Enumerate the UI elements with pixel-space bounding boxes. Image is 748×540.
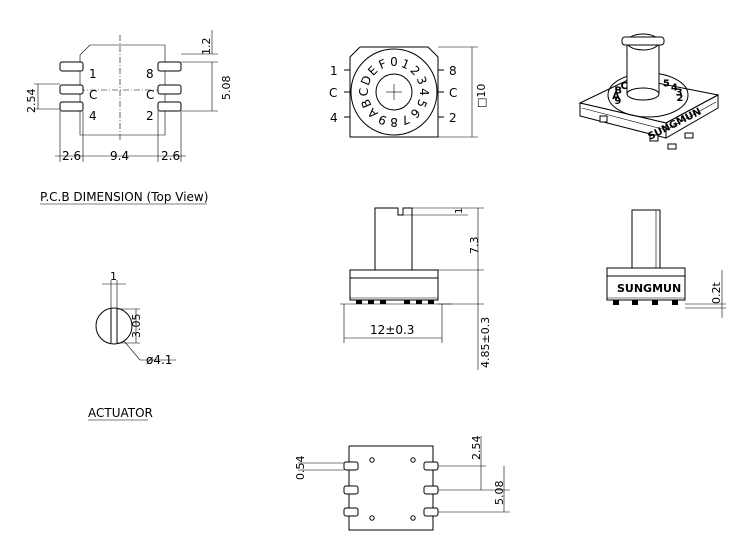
top-pin-label: C xyxy=(449,86,457,100)
pad-1 xyxy=(59,61,84,72)
side-standoff-dimension: 0.2t xyxy=(710,282,723,304)
pad-c-right xyxy=(157,84,182,95)
side-view: SUNGMUN 0.2t xyxy=(606,209,726,318)
pcb-pitch-dimension: 2.54 xyxy=(25,89,38,114)
dial-digit: 8 xyxy=(390,115,398,129)
actuator-circle xyxy=(95,307,133,345)
top-pin-label: 8 xyxy=(449,64,457,78)
actuator-title: ACTUATOR xyxy=(88,406,153,420)
actuator-slot-dimension: 1 xyxy=(110,270,117,283)
iso-dial-digit: 2 xyxy=(676,93,683,104)
pcb-pin-label: C xyxy=(89,88,97,102)
front-slot-dimension: 1 xyxy=(454,208,465,214)
actuator-diameter-dimension: ø4.1 xyxy=(146,353,172,367)
pcb-pin-label: 4 xyxy=(89,109,97,123)
pad-4 xyxy=(59,101,84,112)
top-pin-label: 1 xyxy=(330,64,338,78)
pcb-pad-dimension: 1.2 xyxy=(200,38,213,56)
actuator-flat-dimension: 3.05 xyxy=(130,314,143,339)
front-view: 1 7.3 4.85±0.3 12±0.3 xyxy=(340,207,492,370)
iso-dial-digit: 4 xyxy=(671,83,678,94)
pad-c-left xyxy=(59,84,84,95)
front-body-dimension: 4.85±0.3 xyxy=(479,317,492,368)
iso-dial-digit: A xyxy=(612,91,620,102)
pcb-pin-label: 8 xyxy=(146,67,154,81)
pcb-left-dimension: 2.6 xyxy=(62,149,81,163)
dial-digit: 3 xyxy=(414,74,430,86)
isometric-view: 9ABC8765432 SUNGMUN xyxy=(578,33,720,150)
top-size-dimension: □10 xyxy=(475,84,488,108)
pcb-row-dimension: 5.08 xyxy=(220,76,233,101)
bottom-pitch-dimension: 2.54 xyxy=(470,436,483,461)
iso-dial-digit: B xyxy=(614,86,622,97)
dial-digit: B xyxy=(358,97,374,110)
actuator-view: 1 3.05 ø4.1 xyxy=(95,270,176,367)
pcb-pin-label: 1 xyxy=(89,67,97,81)
iso-dial-digit: 3 xyxy=(676,87,683,98)
iso-dial-digit: C xyxy=(621,81,628,92)
dial-digit: 7 xyxy=(399,112,411,128)
top-pin-label: 4 xyxy=(330,111,338,125)
pcb-dimension-title: P.C.B DIMENSION (Top View) xyxy=(40,190,208,204)
side-brand-label: SUNGMUN xyxy=(617,282,681,295)
pad-8 xyxy=(157,61,182,72)
front-body xyxy=(349,277,439,301)
dial-digit: F xyxy=(377,56,389,72)
iso-dial-digit: 5 xyxy=(663,79,670,90)
dial-outer xyxy=(350,48,438,136)
top-pin-label: C xyxy=(329,86,337,100)
bottom-view: 0.54 2.54 5.08 xyxy=(294,436,510,531)
pcb-pin-label: C xyxy=(146,88,154,102)
dial-digit: 0 xyxy=(390,55,398,69)
front-width-dimension: 12±0.3 xyxy=(370,323,414,337)
bottom-left-dimension: 0.54 xyxy=(294,456,307,481)
pcb-dimension-view: 1 8 C C 4 2 2.54 5.08 1.2 2.6 9.4 2.6 xyxy=(25,30,233,163)
side-body-top xyxy=(606,267,686,277)
dial-digit: C xyxy=(357,88,371,96)
bottom-row-dimension: 5.08 xyxy=(493,481,506,506)
dial-knob xyxy=(375,73,413,111)
pad-2 xyxy=(157,101,182,112)
top-pin-label: 2 xyxy=(449,111,457,125)
pcb-pin-label: 2 xyxy=(146,109,154,123)
front-shaft-dimension: 7.3 xyxy=(468,237,481,255)
iso-dial-digit: 9 xyxy=(614,96,621,107)
side-body xyxy=(606,275,686,301)
pcb-mid-dimension: 9.4 xyxy=(110,149,129,163)
side-shaft xyxy=(631,209,661,269)
pcb-right-dimension: 2.6 xyxy=(161,149,180,163)
dial-digit: 4 xyxy=(417,88,431,96)
front-body-top xyxy=(349,269,439,279)
